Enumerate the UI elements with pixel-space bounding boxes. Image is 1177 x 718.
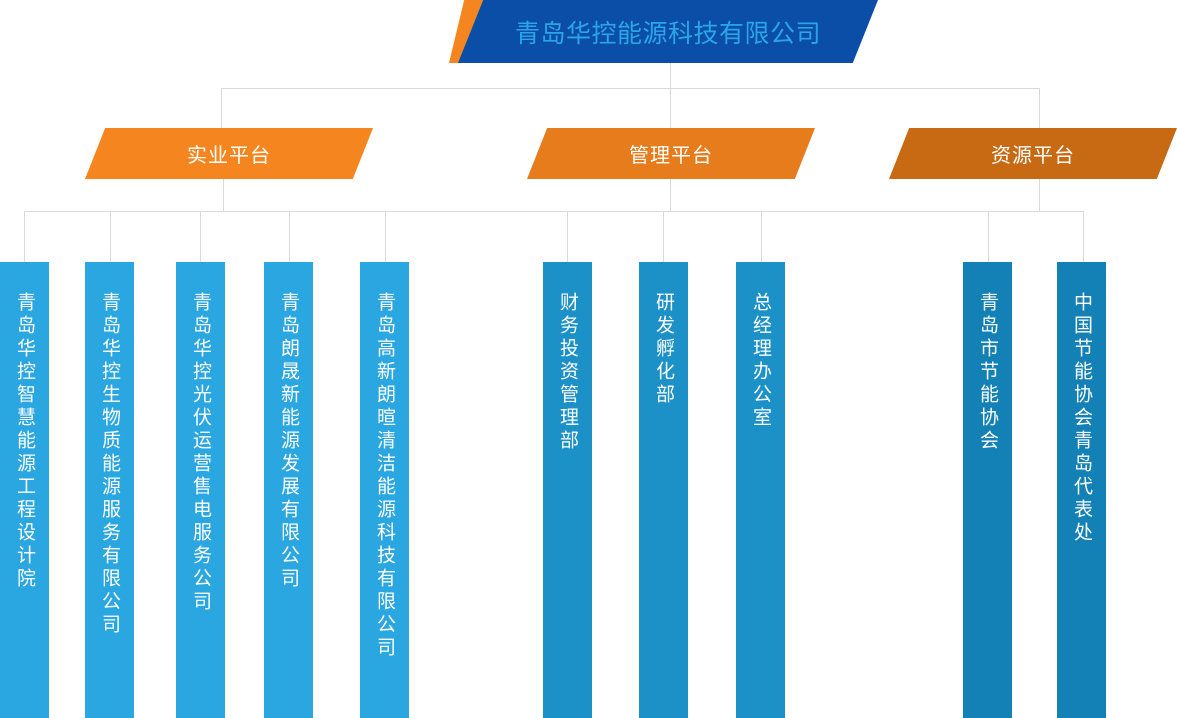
platform-bus-line <box>221 88 1040 89</box>
unit-label: 青岛朗晟新能源发展有限公司 <box>278 292 300 591</box>
platform-node-management: 管理平台 <box>527 128 815 179</box>
unit-label: 总经理办公室 <box>750 292 772 430</box>
unit-label: 青岛华控智慧能源工程设计院 <box>14 292 36 591</box>
group-1-bus-line <box>24 211 386 212</box>
platform-label: 资源平台 <box>991 143 1075 167</box>
root-label: 青岛华控能源科技有限公司 <box>514 18 821 48</box>
unit-label: 研发孵化部 <box>653 292 675 407</box>
platform-node-resources: 资源平台 <box>889 128 1177 179</box>
unit-node: 青岛朗晟新能源发展有限公司 <box>264 262 313 718</box>
platform-3-drop-line <box>1039 88 1040 128</box>
platform-1-drop-line <box>221 88 222 128</box>
unit-node: 青岛高新朗暄清洁能源科技有限公司 <box>360 262 409 718</box>
unit-label: 青岛华控生物质能源服务有限公司 <box>99 292 121 637</box>
unit-label: 财务投资管理部 <box>557 292 579 453</box>
group-2-bus-line <box>386 211 762 212</box>
platform-2-drop-line <box>670 88 671 128</box>
unit-node: 中国节能协会青岛代表处 <box>1057 262 1106 718</box>
unit-drop-line <box>761 211 762 262</box>
root-node: 青岛华控能源科技有限公司 <box>458 0 878 63</box>
unit-node: 青岛市节能协会 <box>963 262 1012 718</box>
unit-drop-line <box>1083 211 1084 262</box>
platform-label: 管理平台 <box>629 143 713 167</box>
unit-drop-line <box>567 211 568 262</box>
unit-node: 总经理办公室 <box>736 262 785 718</box>
unit-drop-line <box>385 211 386 262</box>
unit-node: 财务投资管理部 <box>543 262 592 718</box>
unit-drop-line <box>289 211 290 262</box>
unit-drop-line <box>200 211 201 262</box>
platform-node-industrial: 实业平台 <box>85 128 373 179</box>
platform-label: 实业平台 <box>187 143 271 167</box>
platform-3-stem-line <box>1039 179 1040 211</box>
platform-2-stem-line <box>670 179 671 211</box>
unit-node: 青岛华控智慧能源工程设计院 <box>0 262 49 718</box>
unit-drop-line <box>24 211 25 262</box>
group-3-bus-line <box>762 211 1084 212</box>
root-stem-line <box>670 63 671 88</box>
unit-label: 青岛市节能协会 <box>977 292 999 453</box>
unit-label: 中国节能协会青岛代表处 <box>1071 292 1093 545</box>
platform-1-stem-line <box>223 179 224 211</box>
unit-label: 青岛高新朗暄清洁能源科技有限公司 <box>374 292 396 660</box>
unit-label: 青岛华控光伏运营售电服务公司 <box>190 292 212 614</box>
unit-node: 青岛华控光伏运营售电服务公司 <box>176 262 225 718</box>
unit-node: 青岛华控生物质能源服务有限公司 <box>85 262 134 718</box>
unit-drop-line <box>663 211 664 262</box>
unit-drop-line <box>110 211 111 262</box>
unit-node: 研发孵化部 <box>639 262 688 718</box>
unit-drop-line <box>988 211 989 262</box>
